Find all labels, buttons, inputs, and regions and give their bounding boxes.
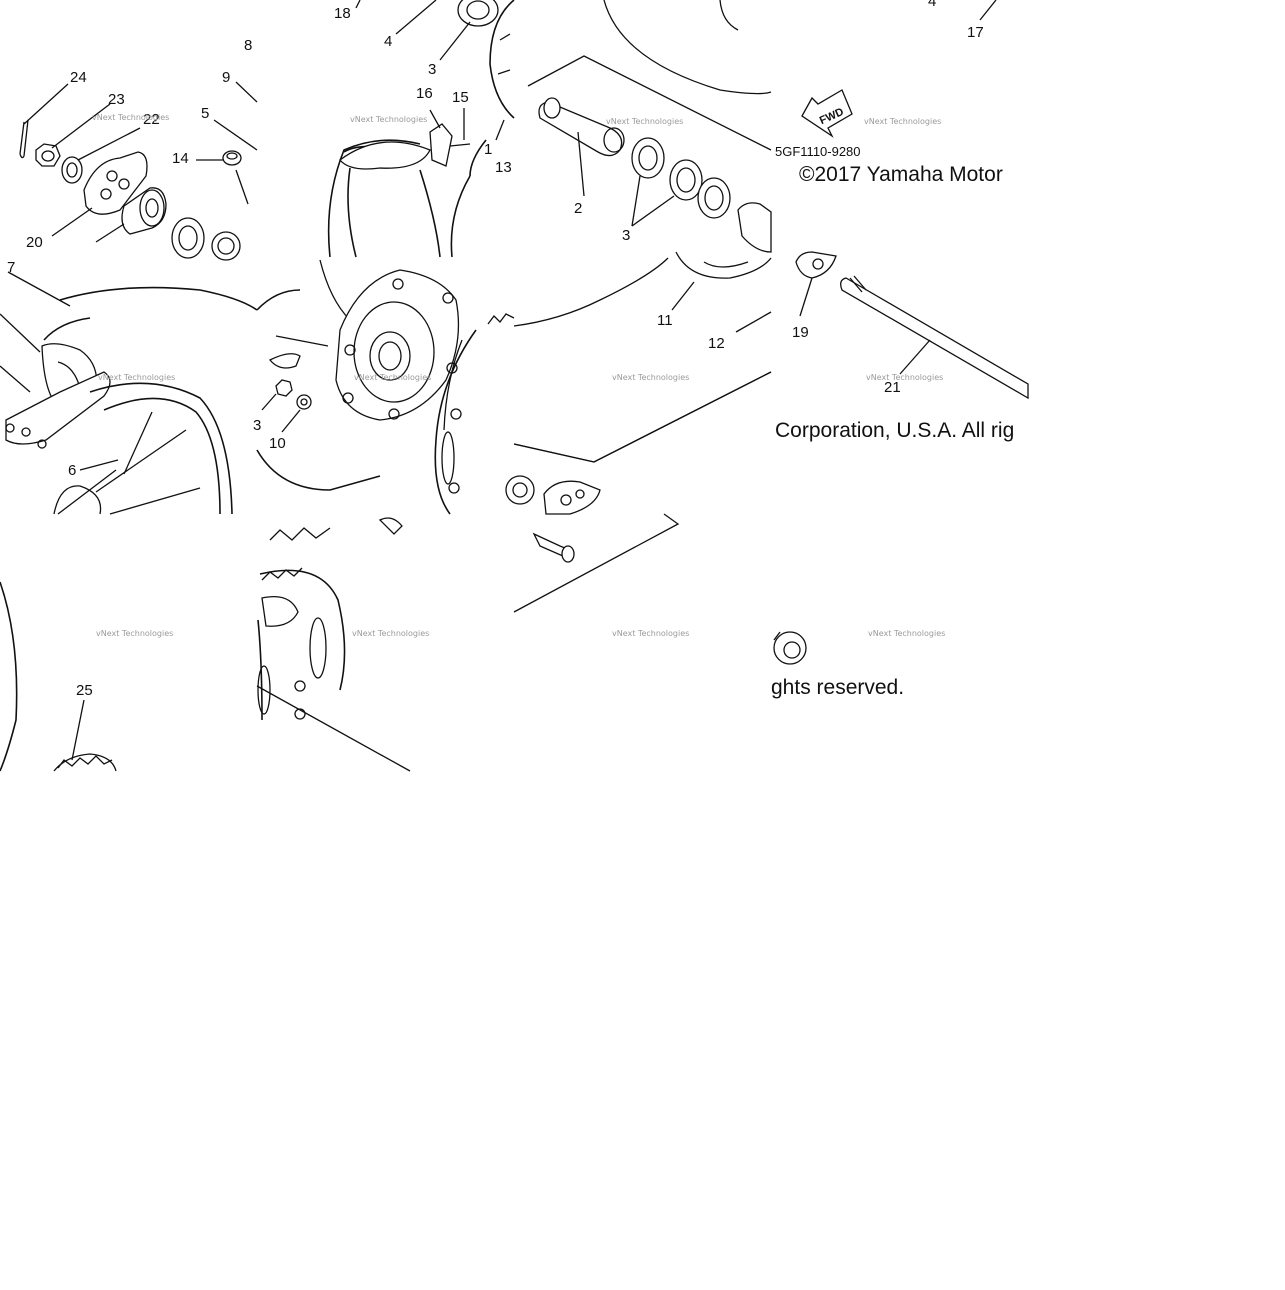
callout-7: 7: [7, 259, 15, 276]
tile-r2-c2: 3 10 vNext Technologies: [253, 259, 535, 515]
tile-r3-c4: ghts reserved. vNext Technologies: [771, 629, 945, 699]
callout-17: 17: [967, 24, 984, 41]
callout-13: 13: [495, 159, 512, 176]
callout-18: 18: [334, 5, 351, 22]
adjuster-part-lower: [543, 480, 601, 515]
callout-23: 23: [108, 91, 125, 108]
tile-r1-c2: 18 4 3 16 15 1 13 vNext Technologies: [327, 0, 515, 258]
swingarm-end-part: [339, 141, 431, 170]
tile-r1-c1: 24 23 22 20 14 8 9 5 vNext Technologies: [19, 37, 258, 261]
watermark: vNext Technologies: [612, 629, 689, 638]
callout-25: 25: [76, 682, 93, 699]
callout-1: 1: [484, 141, 492, 158]
callout-8: 8: [244, 37, 252, 54]
callout-6: 6: [68, 462, 76, 479]
copyright-line-3: ghts reserved.: [771, 676, 904, 699]
chain-adjuster-part: [83, 151, 148, 215]
tile-r3-c3: [513, 513, 680, 613]
callout-12: 12: [708, 335, 725, 352]
tile-r2-c1: 7 6 vNext Technologies: [0, 259, 258, 515]
cotter-pin-part: [19, 119, 29, 159]
callout-19: 19: [792, 324, 809, 341]
side-collar-part: [737, 202, 772, 253]
watermark: vNext Technologies: [864, 117, 941, 126]
watermark: vNext Technologies: [350, 115, 427, 124]
caliper-bracket-part: [429, 123, 453, 167]
axle-nut-part: [35, 143, 61, 167]
forward-arrow-icon: FWD: [801, 89, 853, 138]
watermark: vNext Technologies: [92, 113, 169, 122]
sprocket-slot-part: [261, 595, 299, 627]
callout-3a: 3: [428, 61, 436, 78]
callout-16: 16: [416, 85, 433, 102]
watermark: vNext Technologies: [866, 373, 943, 382]
callout-3b: 3: [622, 227, 630, 244]
watermark: vNext Technologies: [96, 629, 173, 638]
callout-10: 10: [269, 435, 286, 452]
callout-20: 20: [26, 234, 43, 251]
callout-2: 2: [574, 200, 582, 217]
adjuster-plate-part: [795, 251, 837, 279]
callout-21: 21: [884, 379, 901, 396]
tile-r1-c3: 2 3 11 12 vNext Technologies vNext Techn…: [513, 0, 772, 463]
callout-8b: 3: [253, 417, 261, 434]
tile-r1-c4: FWD 5GF1110-9280 ©2017 Yamaha Motor 4 17…: [775, 0, 1029, 400]
callout-4: 4: [384, 33, 392, 50]
watermark: vNext Technologies: [868, 629, 945, 638]
chain-guide-arm-part: [5, 371, 111, 445]
callout-15: 15: [452, 89, 469, 106]
copyright-line-2: Corporation, U.S.A. All rig: [775, 419, 1014, 442]
watermark: vNext Technologies: [606, 117, 683, 126]
callout-14: 14: [172, 150, 189, 167]
tile-r2-c3: vNext Technologies: [513, 371, 772, 638]
watermark: vNext Technologies: [352, 629, 429, 638]
tile-r2-c4: Corporation, U.S.A. All rig: [775, 419, 1014, 442]
nut-part: [275, 379, 293, 397]
rear-axle-part: [840, 277, 1029, 400]
callout-5: 5: [201, 105, 209, 122]
watermark: vNext Technologies: [98, 373, 175, 382]
axle-spacer-part: [538, 101, 623, 157]
callout-11: 11: [657, 312, 673, 329]
copyright-line-1: ©2017 Yamaha Motor: [799, 163, 1003, 186]
tile-r3-c2: vNext Technologies: [256, 517, 429, 772]
tile-r3-c1: 25 vNext Technologies: [0, 581, 173, 772]
callout-24: 24: [70, 69, 87, 86]
callout-4b: 4: [928, 0, 936, 10]
drawing-code: 5GF1110-9280: [775, 144, 861, 159]
callout-9: 9: [222, 69, 230, 86]
watermark: vNext Technologies: [354, 373, 431, 382]
watermark: vNext Technologies: [612, 373, 689, 382]
callout-22: 22: [143, 111, 160, 128]
